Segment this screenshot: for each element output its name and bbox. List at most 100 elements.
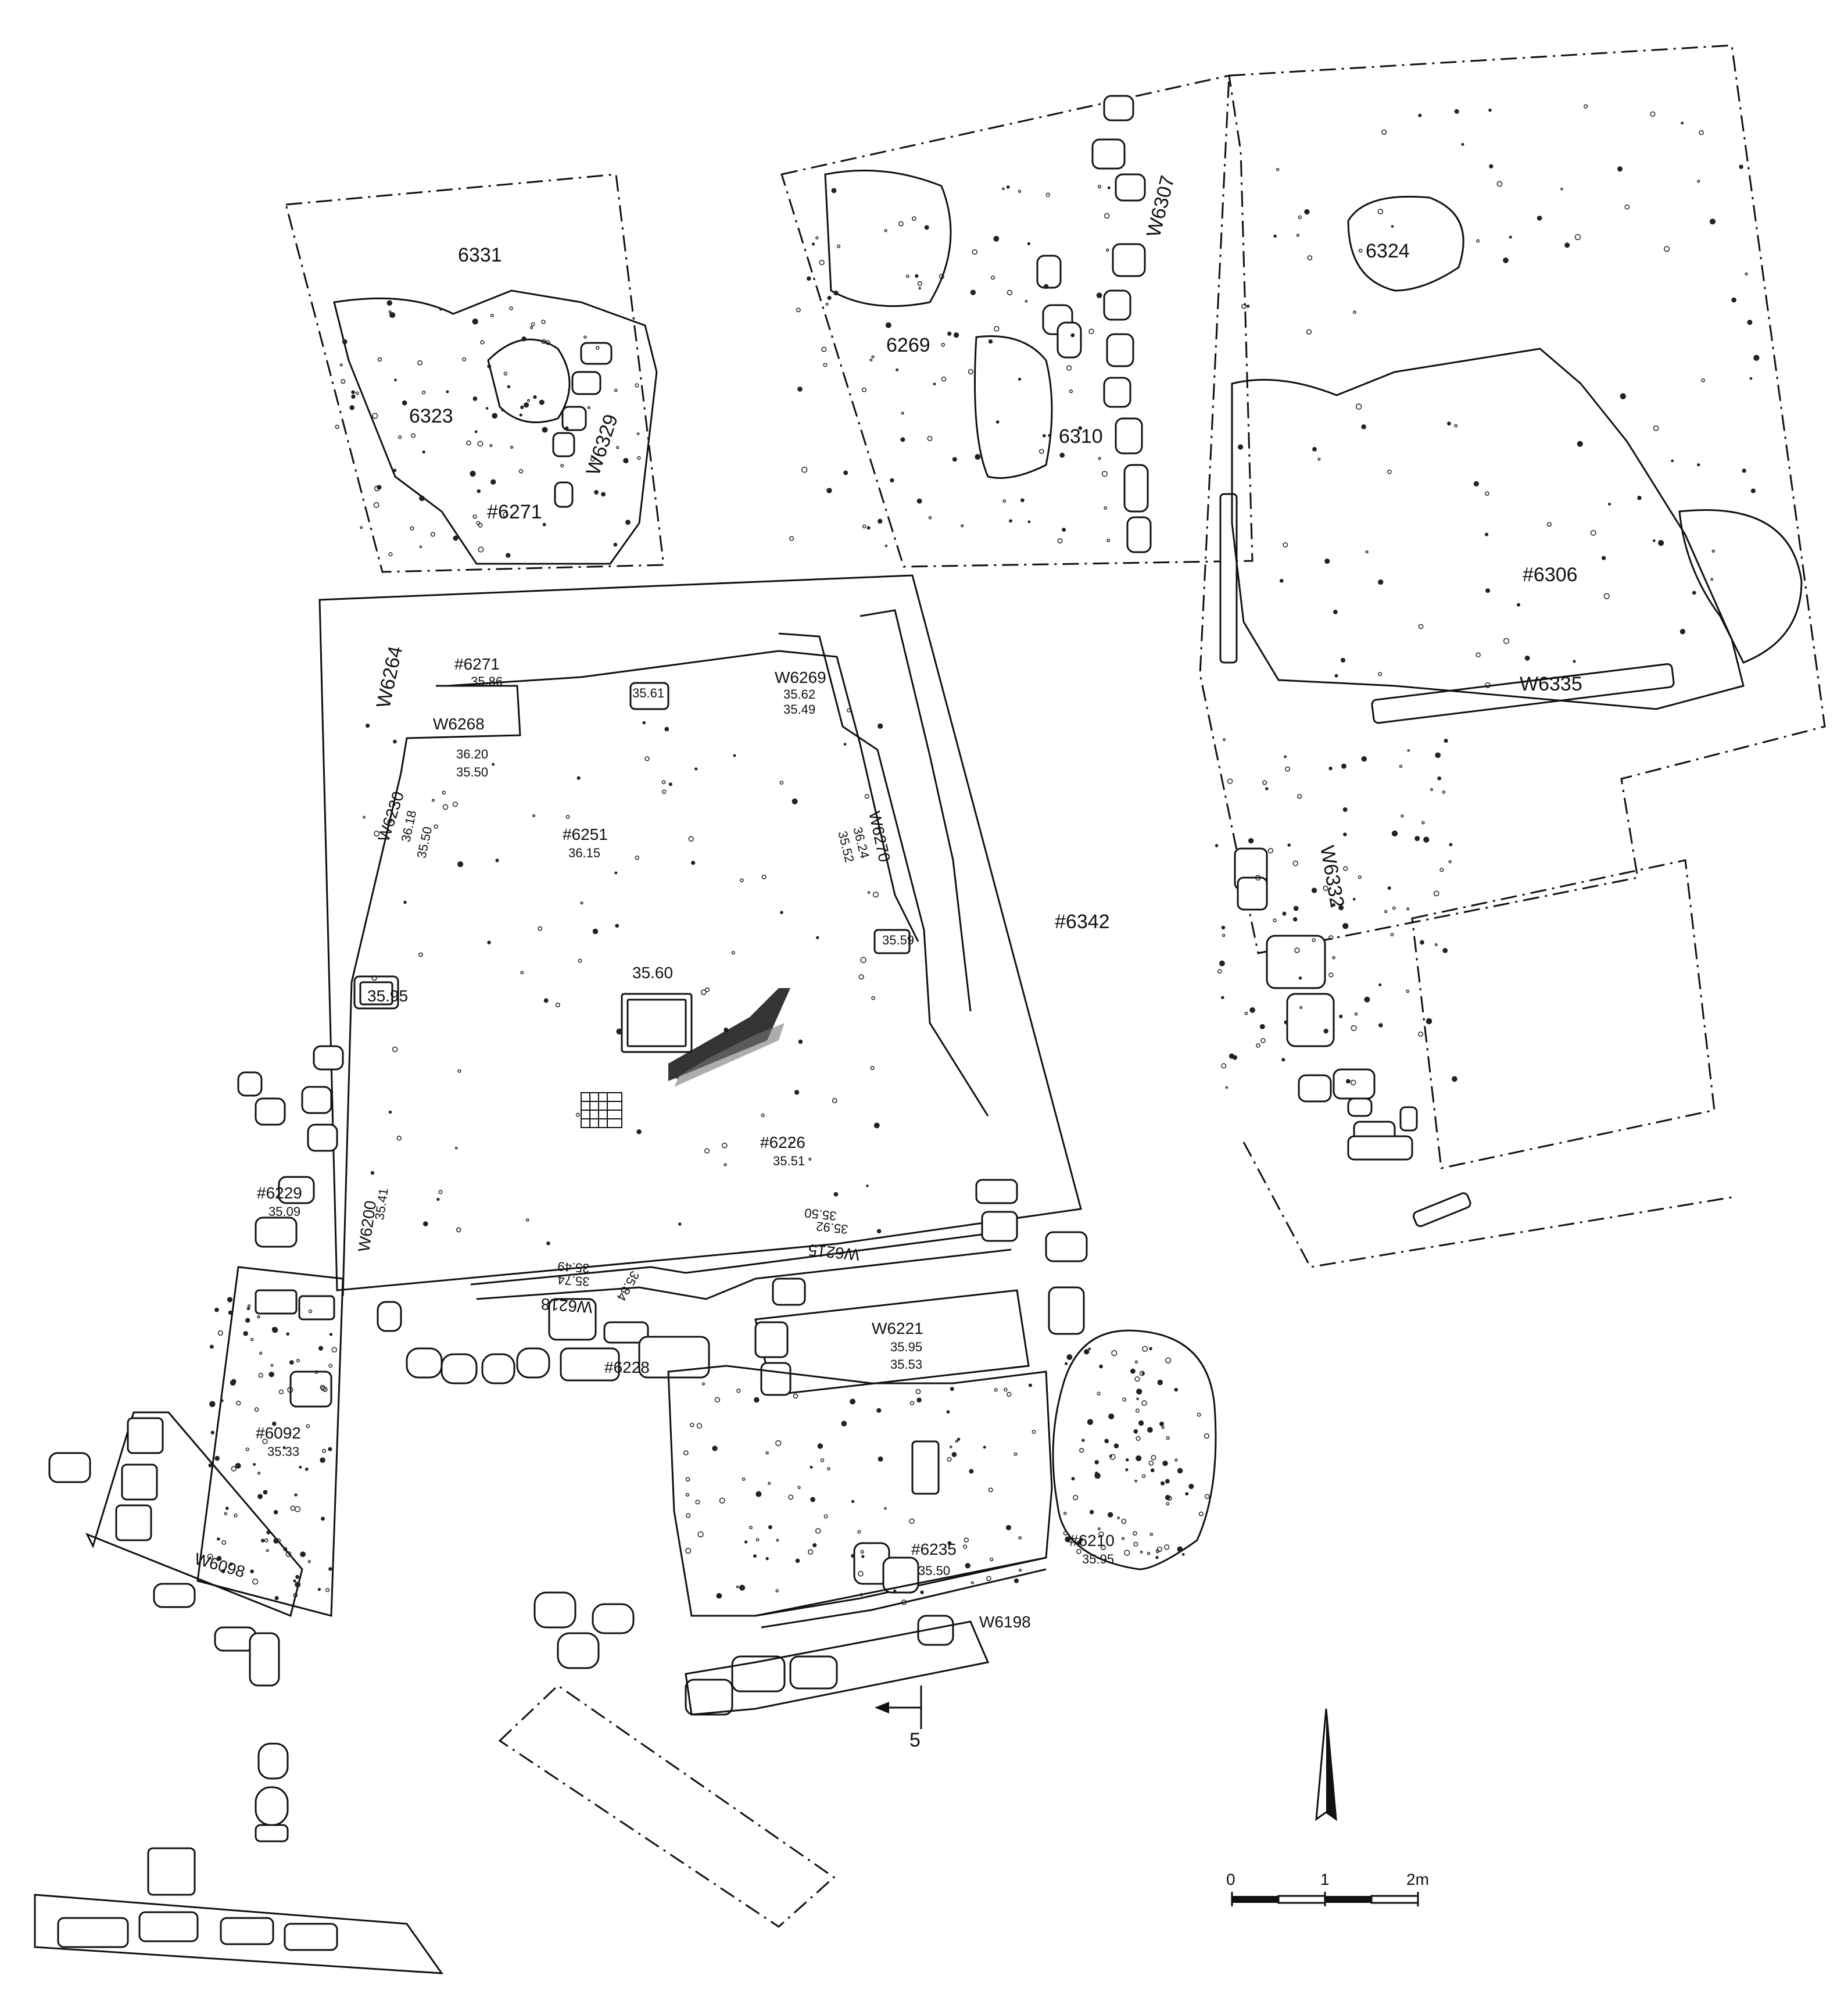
stipple-dot (988, 1487, 993, 1493)
stipple-dot (1136, 1397, 1139, 1401)
stipple-dot (542, 523, 546, 527)
stipple-dot (1221, 925, 1226, 930)
stipple-dot (811, 242, 815, 246)
stipple-dot (1262, 780, 1267, 785)
stipple-dot (295, 1581, 301, 1588)
stipple-dot (1298, 976, 1302, 980)
stipple-dot (1095, 1471, 1098, 1475)
stipple-dot (1454, 424, 1458, 428)
stipple-dot (283, 1547, 288, 1551)
area-boundaries (285, 44, 1826, 1928)
stipple-dot (1073, 1495, 1079, 1501)
stipple-dot (694, 767, 698, 771)
stipple-dot (402, 400, 407, 406)
wall-W6307: W6307 (1143, 173, 1179, 239)
wall-W6218: W6218 (540, 1295, 593, 1316)
stipple-dot (869, 358, 873, 362)
stipple-dot (1241, 303, 1247, 309)
stipple-dot (779, 781, 784, 785)
stipple-dot (1273, 918, 1277, 922)
stipple-dot (797, 387, 803, 392)
section-number: 5 (909, 1729, 921, 1751)
locus-labels: 6331 6323 6269 6310 6324 #6271 #6271 #62… (256, 240, 1578, 1558)
stipple-dot (796, 307, 801, 313)
stipple-dot (580, 901, 583, 905)
stipple-dot (740, 878, 744, 882)
stipple-dot (1489, 164, 1494, 169)
stipple-dot (1418, 113, 1422, 117)
stipple-dot (1287, 843, 1291, 847)
stipple-dot (901, 1600, 907, 1605)
stipple-dot (533, 395, 537, 399)
stipple-dot (377, 357, 382, 362)
stipple-dot (1739, 164, 1743, 169)
stipple-dot (351, 390, 355, 395)
wall-W6269: W6269 (775, 668, 826, 686)
stipple-dot (873, 1122, 880, 1129)
stipple-dot (1134, 1360, 1138, 1364)
stipple-dot (543, 998, 549, 1003)
stipple-dot (325, 1588, 330, 1593)
stipple-dot (245, 1318, 250, 1323)
stipple-dot (1177, 1468, 1183, 1474)
stipple-dot (685, 1477, 690, 1482)
stipple-dot (478, 546, 484, 553)
stipple-dot (1617, 166, 1623, 172)
stipple-dot (1747, 320, 1753, 325)
stipple-dot (636, 1129, 642, 1135)
stipple-dot (871, 996, 875, 1000)
stipple-dot (1637, 495, 1642, 500)
stipple-dot (957, 1437, 961, 1441)
stipple-dot (1133, 1541, 1138, 1547)
stipple-dot (1584, 104, 1588, 109)
stipple-dot (990, 1557, 994, 1562)
stipple-dot (305, 1468, 309, 1471)
stipple-dot (1099, 1364, 1103, 1369)
stipple-dot (1018, 1536, 1022, 1540)
stipple-dot (268, 1372, 274, 1377)
stipple-dot (1069, 389, 1073, 393)
stipple-dot (1711, 549, 1715, 553)
scale-label-2m: 2m (1406, 1870, 1429, 1888)
stipple-dot (372, 413, 378, 419)
stipple-dot (1204, 1494, 1210, 1500)
stipple-dot (1221, 996, 1224, 1000)
stipple-dot (1328, 935, 1334, 940)
stipple-dot (1378, 672, 1383, 677)
stipple-dot (501, 408, 504, 412)
stipple-dot (755, 1491, 762, 1497)
stipple-dot (955, 1440, 958, 1443)
stipple-dot (565, 815, 570, 820)
stipple-dot (755, 1538, 760, 1542)
stipple-dot (1256, 1043, 1260, 1048)
stipple-dot (1381, 129, 1387, 135)
stipple-dot (1323, 885, 1328, 891)
stipple-dot (1364, 996, 1370, 1003)
stipple-dot (1057, 538, 1063, 543)
stipple-dot (1065, 1536, 1071, 1543)
stipple-dot (917, 281, 922, 286)
stipple-dot (1147, 1427, 1153, 1433)
stipple-dot (857, 1530, 861, 1534)
stipple-dot (872, 892, 879, 898)
stipple-dot (905, 274, 909, 278)
locus-6323: 6323 (409, 405, 453, 427)
stipple-dot (1070, 333, 1075, 338)
elevation: 35.92 (815, 1219, 848, 1237)
elevation: 35.60 (632, 964, 673, 982)
stipple-dot (1165, 1495, 1170, 1500)
stipple-dot (1113, 1443, 1119, 1449)
elevation: 35.51 (773, 1154, 805, 1168)
stipple-dot (827, 296, 832, 300)
stipple-dot (1005, 1525, 1012, 1530)
stipple-dot (953, 332, 959, 338)
elevation: 35.33 (267, 1444, 299, 1459)
stipple-dot (235, 1462, 241, 1469)
stipple-dot (1697, 180, 1700, 183)
stipple-dot (477, 441, 484, 447)
stipple-dot (1406, 907, 1410, 911)
elevation: 35.84 (614, 1269, 642, 1304)
stipple-dot (1485, 682, 1491, 688)
stipple-dot (1032, 1430, 1036, 1434)
stipple-dot (411, 433, 416, 438)
